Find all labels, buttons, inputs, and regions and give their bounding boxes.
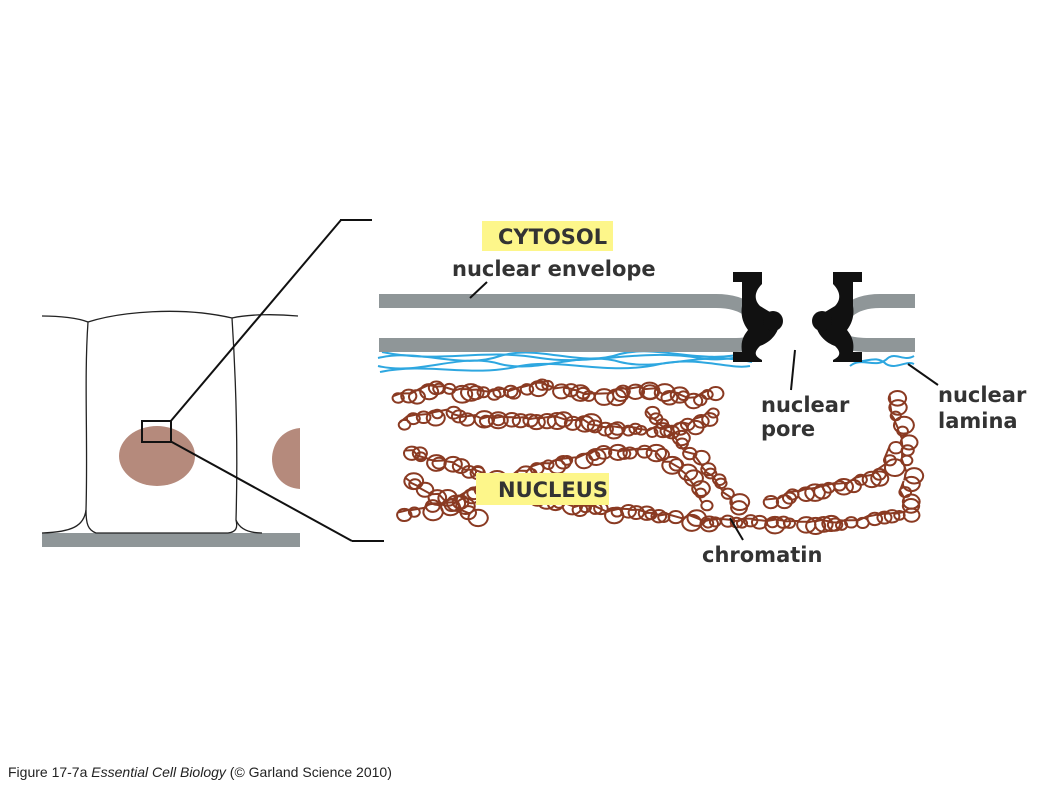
cell-outline-left	[41, 315, 89, 323]
chromatin-strand	[762, 441, 906, 510]
caption-book: Essential Cell Biology	[91, 764, 226, 780]
chromatin-strand	[391, 378, 725, 410]
chromatin	[391, 378, 925, 535]
cell-outline-right	[231, 314, 299, 534]
chromatin-label: chromatin	[702, 543, 822, 567]
chromatin-strand	[887, 389, 925, 514]
caption-credit: (© Garland Science 2010)	[229, 764, 392, 780]
chromatin-strand	[644, 405, 751, 516]
figure-caption: Figure 17-7a Essential Cell Biology (© G…	[8, 764, 392, 780]
zoom-lines	[169, 219, 384, 542]
nucleus-tag: NUCLEUS	[476, 473, 609, 505]
cytosol-tag: CYTOSOL	[482, 221, 613, 251]
chromatin-strand	[397, 405, 720, 440]
nuclear-lamina-label-line1: nuclear	[938, 383, 1027, 407]
caption-figure: Figure 17-7a	[8, 764, 88, 780]
leader-lines	[469, 281, 939, 541]
cell-sheet	[41, 310, 300, 547]
basal-lamina	[42, 533, 300, 547]
nuclear-lamina	[377, 350, 915, 373]
nucleus-cell-right	[272, 428, 300, 489]
chromatin-strand	[403, 445, 921, 535]
nuclear-envelope-label: nuclear envelope	[452, 257, 656, 281]
chromatin-strand	[396, 443, 714, 522]
nuclear-pore-label-line1: nuclear	[761, 393, 850, 417]
chromatin-strand	[403, 472, 489, 528]
nuclear-lamina-label-line2: lamina	[938, 409, 1018, 433]
cell-outline-left-base	[41, 509, 87, 534]
nucleus-cell-center	[119, 426, 195, 486]
cytosol-label: CYTOSOL	[498, 225, 607, 249]
nucleus-label: NUCLEUS	[498, 478, 608, 502]
nuclear-pore-complex	[733, 272, 862, 362]
cell-outline-center	[85, 310, 238, 534]
zoom-box	[141, 420, 172, 443]
nuclear-pore-label-line2: pore	[761, 417, 815, 441]
